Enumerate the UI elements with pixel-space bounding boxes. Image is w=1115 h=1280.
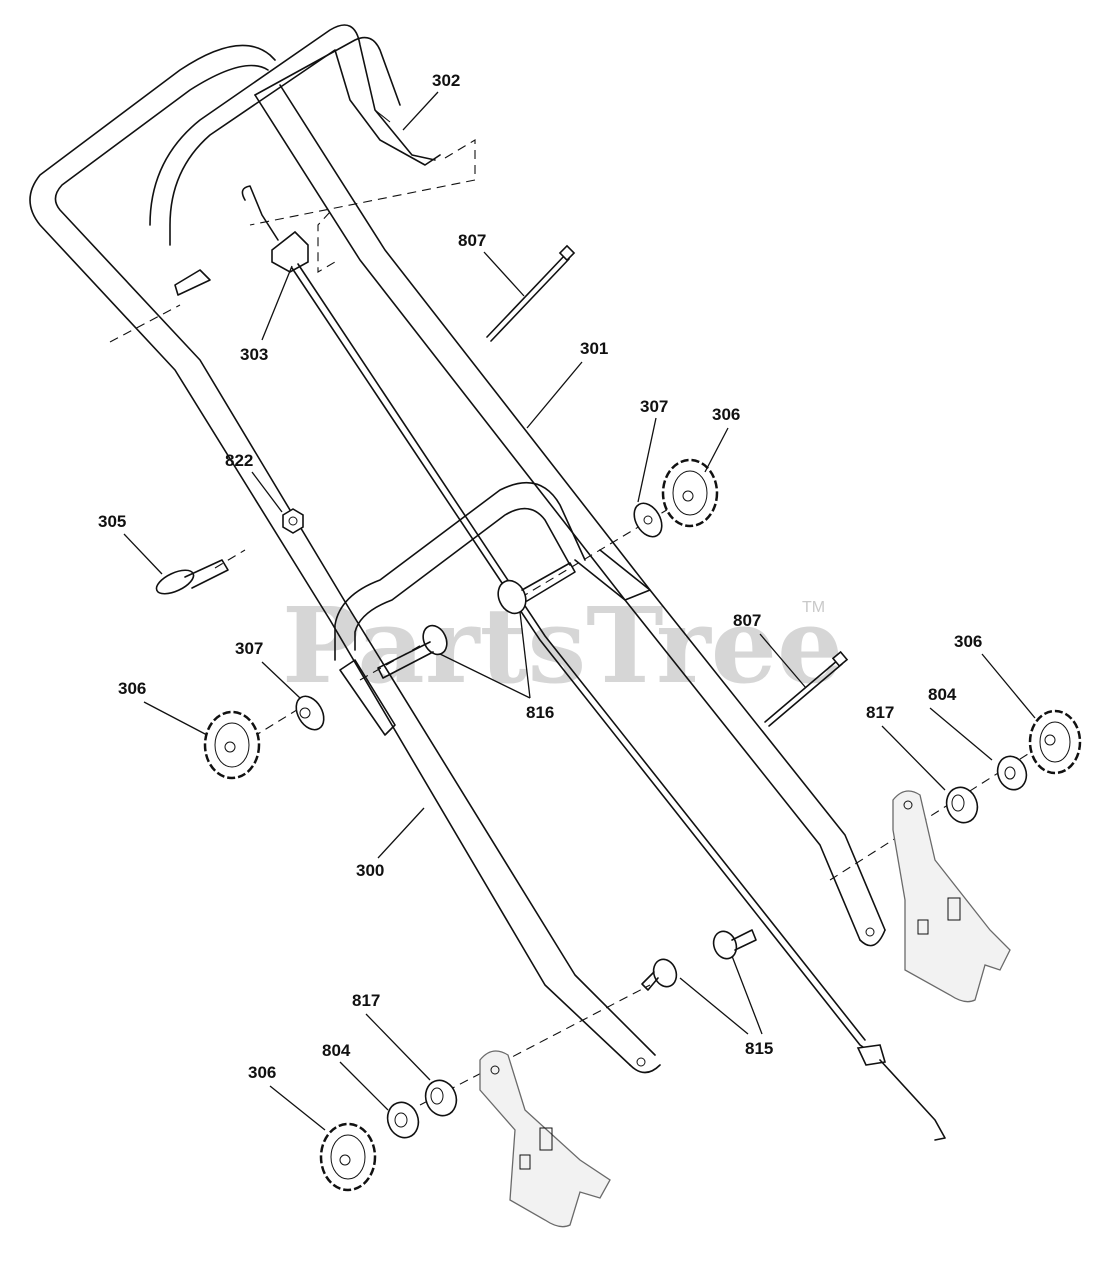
part-306-knob-lower-right [1028, 709, 1082, 775]
label-306-right: 306 [954, 632, 982, 651]
label-301: 301 [580, 339, 608, 358]
label-816: 816 [526, 703, 554, 722]
part-labels: 302 807 303 301 307 306 822 305 807 306 … [98, 71, 982, 1082]
handle-crossbar [334, 481, 586, 661]
part-302-bail [149, 24, 441, 296]
part-816-bolt-lower [377, 624, 448, 679]
part-804-washer-right [996, 755, 1028, 791]
deck-bracket-right [892, 790, 1011, 1003]
label-807-lower: 807 [733, 611, 761, 630]
label-307-upper: 307 [640, 397, 668, 416]
watermark-text: PartsTree [282, 584, 843, 707]
part-305-pin [155, 559, 229, 595]
part-815-bolt-left [641, 958, 678, 991]
leader-lines [123, 91, 1036, 1131]
label-817-right: 817 [866, 703, 894, 722]
part-816-bolt-upper [497, 562, 576, 615]
part-817-lockwasher-left [424, 1079, 458, 1117]
part-815-bolt-right [712, 929, 757, 960]
label-306-left: 306 [118, 679, 146, 698]
part-307-washer-left [295, 695, 325, 731]
part-807-cable-tie-upper [486, 244, 576, 342]
part-807-cable-tie-lower [764, 650, 849, 727]
part-306-knob-left [203, 710, 261, 780]
part-307-washer-right [633, 502, 663, 538]
part-301-upper-handle [254, 36, 886, 947]
label-306-upper: 306 [712, 405, 740, 424]
part-306-knob-upper-right [661, 458, 719, 528]
label-302: 302 [432, 71, 460, 90]
label-303: 303 [240, 345, 268, 364]
label-307-lower: 307 [235, 639, 263, 658]
label-306-bottom: 306 [248, 1063, 276, 1082]
label-804-right: 804 [928, 685, 957, 704]
watermark-trademark: TM [802, 599, 825, 616]
part-300-lower-handle [29, 44, 661, 1074]
part-817-lockwasher-right [945, 786, 979, 824]
deck-bracket-left [479, 1050, 611, 1228]
label-804-left: 804 [322, 1041, 351, 1060]
label-300: 300 [356, 861, 384, 880]
label-815: 815 [745, 1039, 773, 1058]
part-822-nut [282, 508, 304, 534]
label-807-upper: 807 [458, 231, 486, 250]
part-303-control-cable [241, 185, 946, 1141]
part-306-knob-bottom-left [319, 1122, 377, 1192]
label-817-left: 817 [352, 991, 380, 1010]
part-804-washer-left [386, 1101, 420, 1139]
label-822: 822 [225, 451, 253, 470]
label-305: 305 [98, 512, 126, 531]
